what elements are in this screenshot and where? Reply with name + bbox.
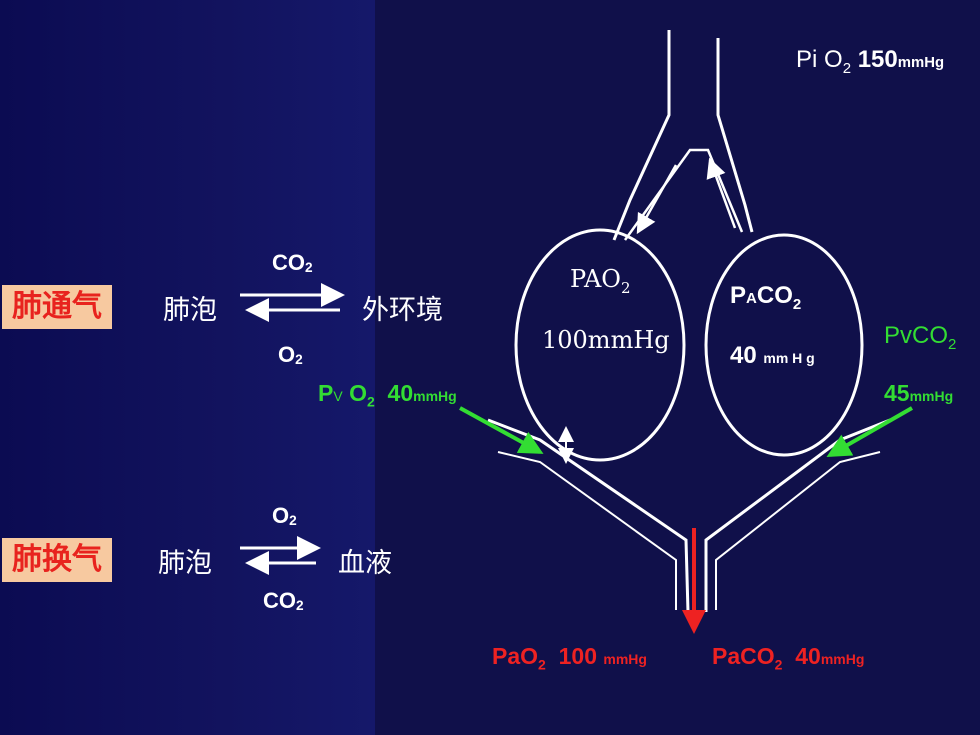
alveolar-po2-label: PAO2 <box>570 265 631 297</box>
capillary <box>487 418 891 613</box>
arterial-po2-label: PaO2 100 mmHg <box>492 643 647 673</box>
exchange-right-label: 血液 <box>338 548 392 579</box>
ventilation-right-label: 外环境 <box>362 295 443 326</box>
ventilation-top-gas: CO2 <box>272 250 313 276</box>
venous-po2-label: PV O2 40mmHg <box>318 380 457 410</box>
venous-pco2-value: 45mmHg <box>884 380 954 406</box>
airflow-arrows <box>636 157 737 235</box>
ventilation-left-label: 肺泡 <box>163 295 217 326</box>
exchange-tag: 肺换气 <box>2 538 112 582</box>
alveolar-pco2-value: 40 mm H g <box>730 342 815 369</box>
exchange-equilibrium-arrows <box>240 536 321 575</box>
venous-pco2-label: PvCO2 <box>884 322 957 353</box>
alveolar-po2-value: 100mmHg <box>542 326 670 354</box>
ventilation-bottom-gas: O2 <box>278 342 303 368</box>
exchange-bottom-gas: CO2 <box>263 588 304 614</box>
ventilation-tag: 肺通气 <box>2 285 112 329</box>
trachea <box>612 30 754 241</box>
left-alveolus <box>514 228 686 462</box>
venous-co2-arrow <box>826 406 913 457</box>
right-alveolus <box>704 233 864 457</box>
arterial-pco2-label: PaCO2 40mmHg <box>712 643 865 673</box>
exchange-left-label: 肺泡 <box>158 548 212 579</box>
venous-o2-arrow <box>459 406 544 454</box>
left-panel <box>0 0 375 735</box>
outflow-arrow <box>706 157 737 229</box>
alveolar-pco2-label: PACO2 <box>730 282 802 313</box>
ventilation-equilibrium-arrows <box>240 283 345 322</box>
right-panel <box>375 0 980 735</box>
pio2-label: Pi O2 150mmHg <box>796 46 945 77</box>
exchange-top-gas: O2 <box>272 503 297 529</box>
inflow-arrow <box>636 164 678 235</box>
